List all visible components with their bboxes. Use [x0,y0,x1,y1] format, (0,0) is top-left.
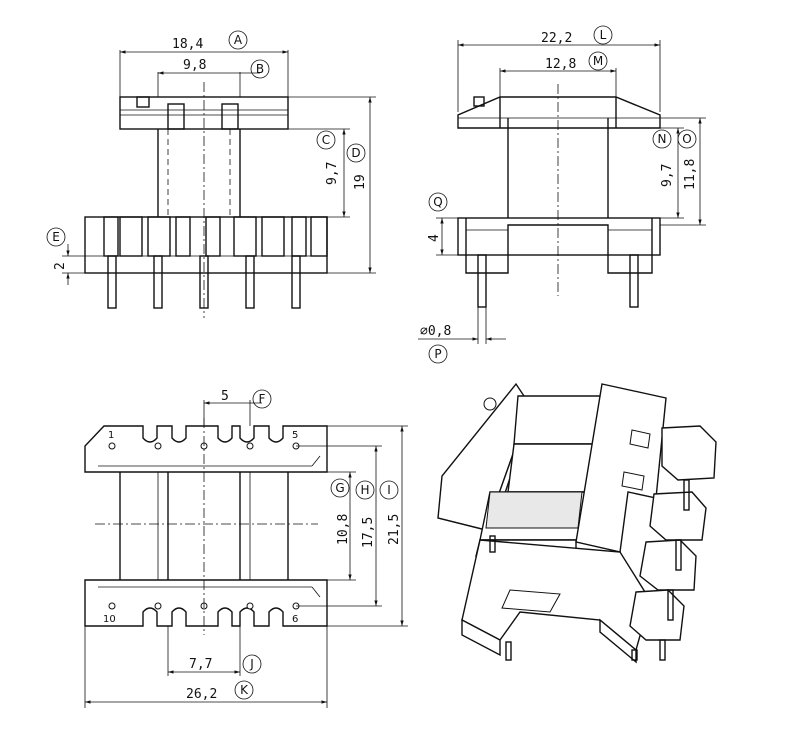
dim-j-value: 7,7 [189,657,212,672]
label-b: B [256,62,264,76]
label-k: K [240,683,249,697]
dim-i-value: 21,5 [387,514,402,545]
pin-number-5: 5 [292,430,298,441]
label-g: G [335,481,344,495]
label-j: J [249,657,254,671]
label-i: I [387,483,391,497]
pin-number-6: 6 [292,614,298,625]
label-q: Q [433,195,442,209]
label-l: L [600,28,607,42]
front-view-dimensions: 18,4 A 9,8 B 9,7 C 19 D 2 E [46,30,376,285]
dim-o-value: 11,8 [683,159,698,190]
top-view-dimensions: 5 F 10,8 G 17,5 H 21,5 I 7,7 J 26,2 [84,389,408,708]
dim-e-value: 2 [53,262,68,270]
isometric-view [437,382,717,664]
dim-k-value: 26,2 [186,687,217,702]
dim-g-value: 10,8 [336,514,351,545]
label-m: M [593,54,603,68]
label-d: D [351,146,360,160]
side-view-dimensions: 22,2 L 12,8 M 9,7 N 11,8 O 4 Q [418,25,706,364]
dim-h-value: 17,5 [361,517,376,548]
label-e: E [52,230,60,244]
dim-d-value: 19 [353,174,368,190]
dim-f-value: 5 [221,389,229,404]
label-p: P [434,347,441,361]
label-n: N [658,132,667,146]
dim-q-value: 4 [427,234,442,242]
label-o: O [682,132,691,146]
label-c: C [322,133,330,147]
dim-c-value: 9,7 [325,162,340,185]
front-view [84,82,328,318]
dim-m-value: 12,8 [545,57,576,72]
dim-l-value: 22,2 [541,31,572,46]
pin-number-10: 10 [103,614,116,625]
dim-b-value: 9,8 [183,58,206,73]
label-h: H [360,483,369,497]
top-view: 1 5 10 6 [84,418,328,635]
dim-p-value: ∅0,8 [420,324,451,339]
dim-a-value: 18,4 [172,37,203,52]
pin-number-1: 1 [108,430,114,441]
label-f: F [259,392,266,406]
side-view [457,84,661,308]
dim-n-value: 9,7 [660,164,675,187]
label-a: A [234,33,243,47]
